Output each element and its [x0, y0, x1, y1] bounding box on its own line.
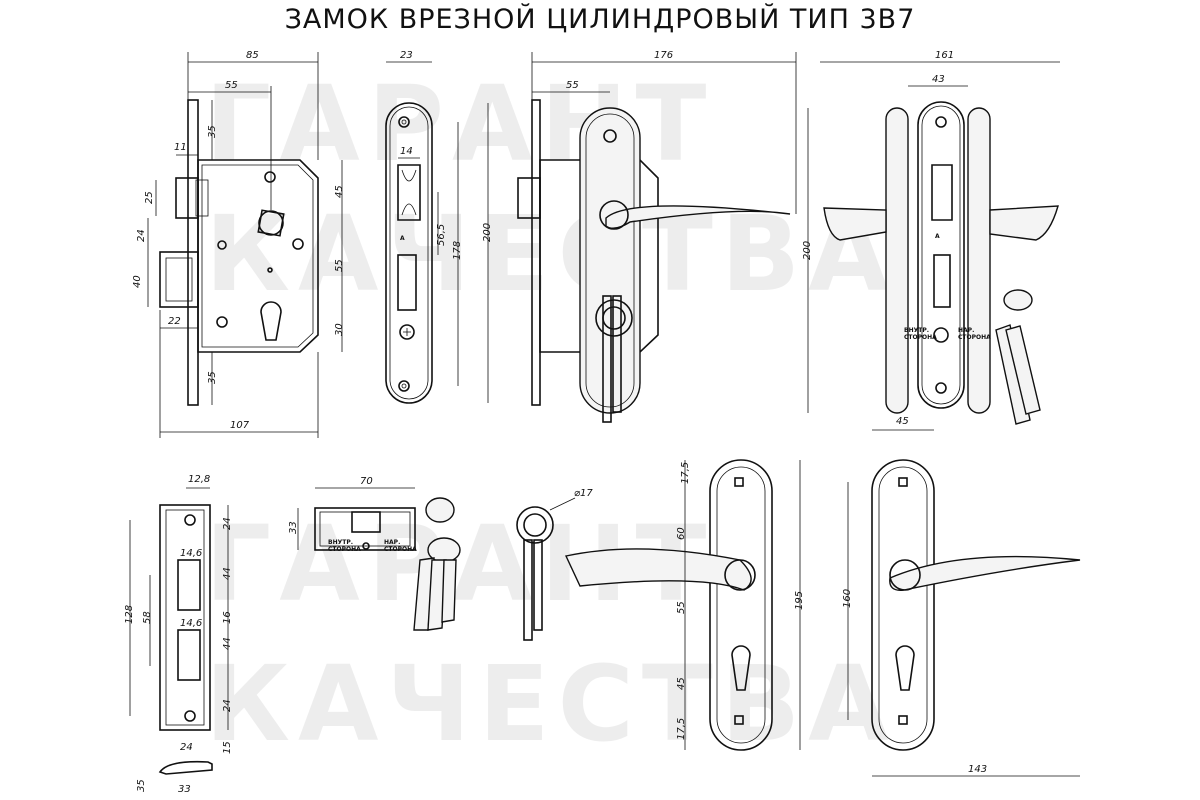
- svg-text:55: 55: [334, 259, 345, 272]
- handle-plate-view-2: 45 160 143: [842, 416, 1081, 777]
- svg-text:17,5: 17,5: [680, 462, 691, 484]
- svg-text:58: 58: [142, 611, 153, 624]
- svg-text:НАР.: НАР.: [384, 539, 400, 546]
- faceplate-view: A 23 14 56,5 178 200: [385, 50, 493, 404]
- svg-text:СТОРОНА: СТОРОНА: [904, 334, 937, 341]
- front-assembly-view: A ВНУТР. СТОРОНА НАР. СТОРОНА 161 43 200: [802, 50, 1060, 425]
- svg-text:55: 55: [676, 601, 687, 614]
- svg-text:14: 14: [400, 146, 413, 157]
- svg-text:200: 200: [802, 241, 813, 260]
- svg-text:33: 33: [178, 784, 191, 795]
- svg-text:КАЧЕСТВА: КАЧЕСТВА: [205, 193, 897, 315]
- svg-text:200: 200: [482, 223, 493, 242]
- lock-body-view: 85 55 35 11 25 24 40 22 107 45 55 30 35: [132, 50, 345, 438]
- svg-text:60: 60: [676, 527, 687, 540]
- svg-text:СТОРОНА: СТОРОНА: [384, 546, 417, 553]
- svg-text:22: 22: [168, 316, 181, 327]
- svg-text:15: 15: [222, 741, 233, 754]
- svg-text:ВНУТР.: ВНУТР.: [328, 539, 353, 546]
- side-handle-view: 176 55: [517, 50, 797, 423]
- svg-text:24: 24: [180, 742, 193, 753]
- svg-text:85: 85: [246, 50, 259, 61]
- svg-text:СТОРОНА: СТОРОНА: [958, 334, 991, 341]
- strike-plate-view: 12,8 128 58 14,6 14,6 24 44 16 44 24 24 …: [124, 474, 233, 795]
- keys-view: ⌀17: [516, 488, 593, 641]
- page-title: ЗАМОК ВРЕЗНОЙ ЦИЛИНДРОВЫЙ ТИП 3В7: [284, 4, 916, 35]
- svg-text:11: 11: [174, 142, 187, 153]
- svg-text:40: 40: [132, 275, 143, 288]
- svg-text:195: 195: [794, 591, 805, 610]
- svg-text:СТОРОНА: СТОРОНА: [328, 546, 361, 553]
- svg-text:КАЧЕСТВА: КАЧЕСТВА: [205, 643, 897, 765]
- svg-text:176: 176: [654, 50, 673, 61]
- svg-text:44: 44: [222, 637, 233, 650]
- svg-text:24: 24: [222, 517, 233, 530]
- svg-text:55: 55: [225, 80, 238, 91]
- svg-text:17,5: 17,5: [676, 718, 687, 740]
- svg-text:160: 160: [842, 589, 853, 608]
- svg-text:A: A: [935, 233, 940, 240]
- svg-text:12,8: 12,8: [188, 474, 210, 485]
- svg-text:16: 16: [222, 611, 233, 624]
- svg-text:НАР.: НАР.: [958, 327, 974, 334]
- svg-text:30: 30: [334, 323, 345, 336]
- svg-text:55: 55: [566, 80, 579, 91]
- svg-text:45: 45: [334, 185, 345, 198]
- svg-text:14,6: 14,6: [180, 618, 202, 629]
- svg-text:ВНУТР.: ВНУТР.: [904, 327, 929, 334]
- svg-text:161: 161: [935, 50, 954, 61]
- svg-text:33: 33: [288, 521, 299, 534]
- svg-text:107: 107: [230, 420, 250, 431]
- svg-text:⌀17: ⌀17: [574, 488, 593, 499]
- svg-text:24: 24: [136, 229, 147, 242]
- svg-text:70: 70: [360, 476, 373, 487]
- svg-text:25: 25: [144, 191, 155, 204]
- svg-text:24: 24: [222, 699, 233, 712]
- svg-text:178: 178: [452, 241, 463, 260]
- svg-text:A: A: [400, 235, 405, 242]
- svg-text:45: 45: [676, 677, 687, 690]
- svg-text:23: 23: [400, 50, 413, 61]
- svg-text:143: 143: [968, 764, 987, 775]
- svg-text:35: 35: [207, 125, 218, 138]
- svg-text:14,6: 14,6: [180, 548, 202, 559]
- svg-text:56,5: 56,5: [436, 224, 447, 246]
- svg-text:44: 44: [222, 567, 233, 580]
- cylinder-view: ВНУТР. СТОРОНА НАР. СТОРОНА 70 33: [288, 476, 461, 631]
- svg-text:35: 35: [207, 371, 218, 384]
- handle-plate-view: 17,5 60 55 45 17,5 195: [564, 459, 805, 751]
- svg-text:43: 43: [932, 74, 945, 85]
- svg-text:35: 35: [136, 779, 147, 792]
- svg-text:128: 128: [124, 605, 135, 624]
- svg-text:45: 45: [896, 416, 909, 427]
